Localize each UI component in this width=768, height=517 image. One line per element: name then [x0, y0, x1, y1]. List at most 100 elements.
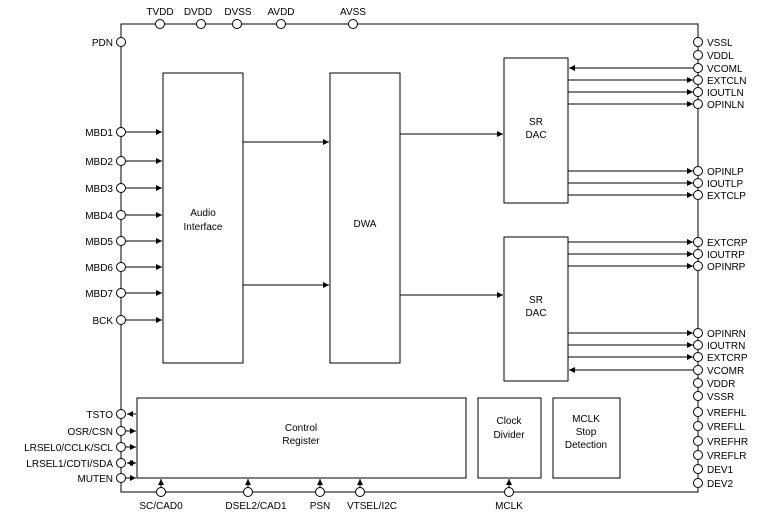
pin-extcrp-top-label: EXTCRP [707, 238, 748, 249]
pin-vrefll [693, 421, 703, 431]
pin-lrsel1 [116, 458, 126, 468]
pin-vtsel-i2c-label: VTSEL/I2C [347, 501, 397, 512]
pin-pdn [116, 37, 126, 47]
pin-osr-csn-label: OSR/CSN [67, 427, 113, 438]
left-pins: PDN MBD1 MBD2 MBD3 MBD4 MBD5 MBD6 MBD7 B… [24, 37, 162, 485]
pin-ioutln-label: IOUTLN [707, 88, 744, 99]
pin-bck-label: BCK [92, 316, 113, 327]
clock-divider-label-2: Divider [493, 430, 525, 441]
pin-ioutrn [693, 340, 703, 350]
pin-ioutrp-label: IOUTRP [707, 250, 745, 261]
right-pins: VSSL VDDL VCOML EXTCLN IOUTLN OPINLN OPI… [568, 37, 748, 490]
pin-mbd1-label: MBD1 [85, 128, 113, 139]
pin-extcrp-bottom [693, 352, 703, 362]
pin-lrsel0-label: LRSEL0/CCLK/SCL [24, 443, 113, 454]
pin-vrefhr [693, 436, 703, 446]
pin-dev2 [693, 478, 703, 488]
pin-muten-label: MUTEN [77, 474, 113, 485]
pin-dvdd-label: DVDD [184, 7, 212, 18]
sr-dac-left-label-1: SR [529, 117, 543, 128]
bottom-pin-wires [158, 479, 512, 488]
pin-vddl [693, 50, 703, 60]
internal-wires [243, 131, 503, 298]
pin-tvdd-label: TVDD [146, 7, 173, 18]
pin-dvss-label: DVSS [224, 7, 252, 18]
pin-mbd6 [116, 262, 126, 272]
pin-vssr-label: VSSR [707, 392, 734, 403]
mclk-stop-label-2: Stop [576, 427, 597, 438]
pin-vrefhl [693, 407, 703, 417]
pin-vreflr [693, 450, 703, 460]
sr-dac-right-label-2: DAC [525, 308, 546, 319]
pin-vtsel-i2c [355, 487, 365, 497]
pin-extcln-label: EXTCLN [707, 76, 746, 87]
pin-vcoml-label: VCOML [707, 64, 743, 75]
pin-vcomr-label: VCOMR [707, 366, 744, 377]
pin-avss [348, 19, 358, 29]
pin-opinln-label: OPINLN [707, 100, 744, 111]
sr-dac-left-label-2: DAC [525, 130, 546, 141]
pin-mclk-label: MCLK [495, 501, 523, 512]
pin-vssl-label: VSSL [707, 38, 733, 49]
pin-lrsel0 [116, 442, 126, 452]
pin-mbd1 [116, 127, 126, 137]
pin-ioutrp [693, 249, 703, 259]
pin-extcrp-bottom-label: EXTCRP [707, 353, 748, 364]
pin-extcln [693, 75, 703, 85]
pin-vrefhr-label: VREFHR [707, 437, 748, 448]
pin-dsel2-cad1-label: DSEL2/CAD1 [225, 501, 287, 512]
pin-mbd3-label: MBD3 [85, 184, 113, 195]
control-register-label-1: Control [285, 423, 317, 434]
pin-mclk [504, 487, 514, 497]
pin-opinlp-label: OPINLP [707, 167, 744, 178]
pin-vssr [693, 391, 703, 401]
clock-divider-label-1: Clock [496, 416, 522, 427]
pin-dev1-label: DEV1 [707, 465, 734, 476]
pin-vddr-label: VDDR [707, 379, 735, 390]
pin-vddl-label: VDDL [707, 51, 734, 62]
control-register-block: Control Register [136, 397, 467, 479]
pin-tvdd [155, 19, 165, 29]
mclk-stop-label-1: MCLK [572, 414, 600, 425]
control-pin-wires [126, 411, 136, 481]
pin-avss-label: AVSS [340, 7, 366, 18]
pin-muten [116, 473, 126, 483]
pin-extclp-label: EXTCLP [707, 191, 746, 202]
pin-osr-csn [116, 426, 126, 436]
pin-vcomr [693, 365, 703, 375]
pin-ioutln [693, 87, 703, 97]
pin-bck [116, 315, 126, 325]
pin-vddr [693, 378, 703, 388]
pin-avdd-label: AVDD [267, 7, 294, 18]
pin-vssl [693, 37, 703, 47]
pin-psn-label: PSN [310, 501, 331, 512]
pin-vcoml [693, 63, 703, 73]
pin-mbd7-label: MBD7 [85, 289, 113, 300]
pin-tsto [116, 409, 126, 419]
pin-mbd2-label: MBD2 [85, 157, 113, 168]
dwa-label: DWA [354, 219, 377, 230]
pin-opinrp-label: OPINRP [707, 262, 746, 273]
audio-interface-block: Audio Interface [162, 72, 244, 364]
pin-mbd4-label: MBD4 [85, 211, 113, 222]
pin-mbd3 [116, 183, 126, 193]
pin-mbd4 [116, 210, 126, 220]
pin-ioutlp-label: IOUTLP [707, 179, 743, 190]
dac-output-wires [568, 65, 693, 373]
pin-opinrp [693, 261, 703, 271]
mclk-stop-label-3: Detection [565, 440, 607, 451]
pin-pdn-label: PDN [92, 38, 113, 49]
sr-dac-right-block: SR DAC [503, 236, 569, 382]
mclk-stop-block: MCLK Stop Detection [552, 397, 621, 479]
audio-interface-label-2: Interface [184, 222, 223, 233]
pin-vrefhl-label: VREFHL [707, 408, 747, 419]
bottom-pins: SC/CAD0 DSEL2/CAD1 PSN VTSEL/I2C MCLK [139, 479, 523, 512]
pin-mbd6-label: MBD6 [85, 263, 113, 274]
pin-dsel2-cad1 [243, 487, 253, 497]
dwa-block: DWA [329, 72, 401, 364]
pin-sc-cad0-label: SC/CAD0 [139, 501, 183, 512]
clock-divider-block: Clock Divider [477, 397, 542, 479]
pin-ioutrn-label: IOUTRN [707, 341, 745, 352]
pin-mbd2 [116, 156, 126, 166]
